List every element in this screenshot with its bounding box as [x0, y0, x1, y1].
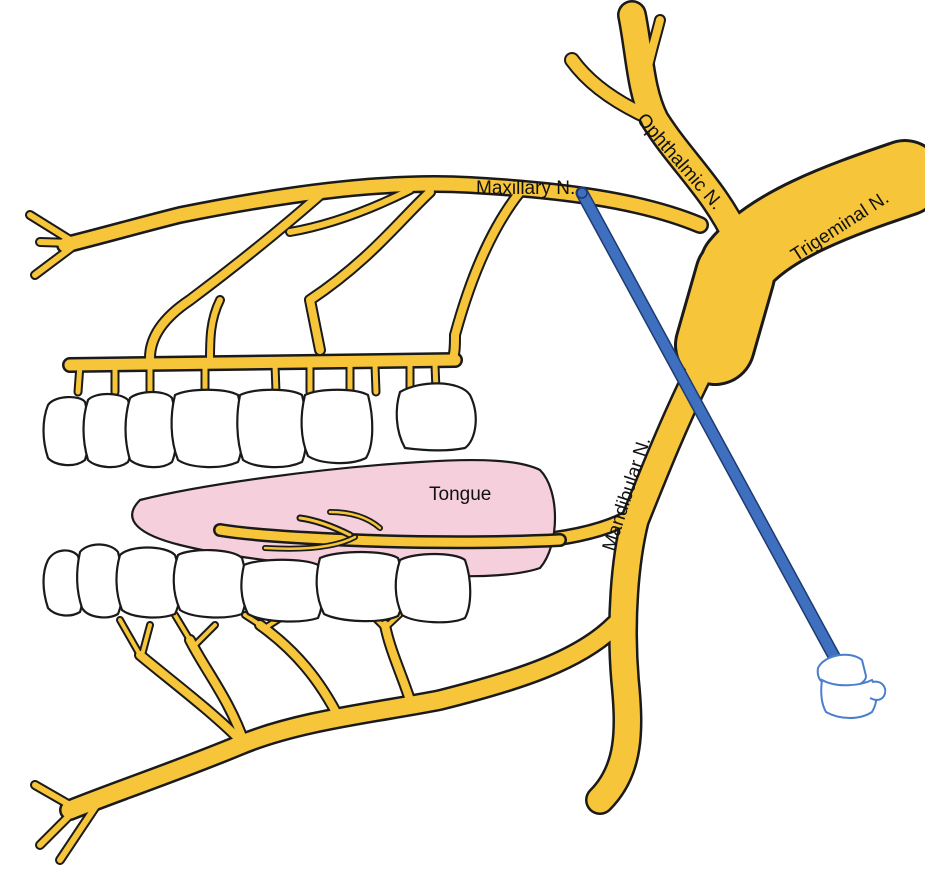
tooth	[170, 388, 244, 469]
tooth	[76, 543, 124, 619]
tooth	[42, 549, 84, 617]
tooth	[395, 382, 477, 452]
upper-teeth	[42, 382, 477, 469]
tooth	[394, 552, 472, 624]
nerve-fill	[27, 2, 925, 863]
needle-icon	[575, 186, 843, 667]
tooth	[115, 546, 182, 619]
tooth	[124, 390, 178, 469]
lingual-nerve	[213, 509, 567, 552]
tooth	[300, 388, 374, 465]
tooth	[172, 548, 248, 619]
lower-teeth	[42, 543, 472, 624]
syringe-hub-icon	[816, 653, 887, 719]
tooth	[42, 396, 90, 467]
label-maxillary-nerve: Maxillary N.	[476, 178, 575, 199]
label-tongue: Tongue	[429, 484, 491, 505]
tooth	[240, 558, 324, 623]
tooth	[315, 550, 405, 623]
nerve-network	[25, 0, 925, 865]
tooth	[236, 388, 308, 469]
tooth	[82, 392, 134, 469]
